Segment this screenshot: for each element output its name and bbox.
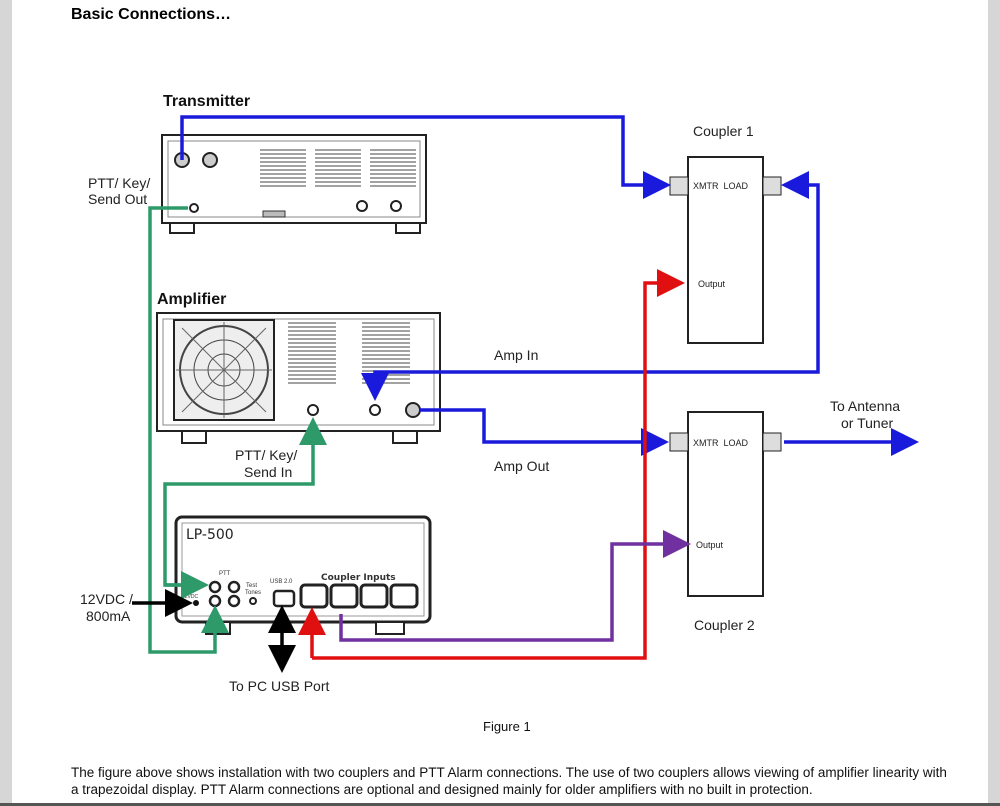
- antenna-label-1: To Antenna: [830, 398, 900, 414]
- antenna-label-2: or Tuner: [841, 415, 893, 431]
- coupler1-output-wire: [312, 269, 685, 660]
- rf-wire-amp-out-to-coupler2: [420, 408, 669, 456]
- amp-in-label: Amp In: [494, 347, 538, 363]
- coupler-2-output-label: Output: [696, 540, 724, 550]
- power-label-2: 800mA: [86, 608, 131, 624]
- rf-wire-transmitter-to-coupler1: [180, 115, 671, 199]
- coupler2-output-wire: [339, 530, 691, 642]
- ptt-out-label-1: PTT/ Key/: [88, 175, 150, 191]
- ptt-port-label: PTT: [219, 571, 231, 577]
- lp500-label: LP-500: [186, 527, 234, 543]
- ptt-out-label-2: Send Out: [88, 191, 147, 207]
- test-tones-label: Test: [246, 583, 257, 589]
- rf-wire-coupler1-load-arrow: [781, 171, 820, 199]
- coupler-1-device: [669, 156, 782, 344]
- amplifier-device: [156, 312, 441, 444]
- page-bottom-border: [0, 803, 1000, 806]
- coupler-1-output-label: Output: [698, 279, 726, 289]
- rf-wire-coupler1-to-amp-in: [361, 190, 820, 401]
- body-paragraph: The figure above shows installation with…: [71, 765, 947, 797]
- figure-caption: Figure 1: [483, 719, 531, 734]
- usb-port-destination-label: To PC USB Port: [229, 678, 329, 694]
- coupler-2-ports-label: XMTR LOAD: [693, 438, 749, 448]
- section-heading: Basic Connections…: [71, 6, 232, 23]
- coupler-2-device: [669, 411, 782, 597]
- amp-out-label: Amp Out: [494, 458, 549, 474]
- vdc-port-label: 12VDC: [182, 594, 199, 600]
- ptt-in-label-2: Send In: [244, 464, 292, 480]
- usb-port-label: USB 2.0: [270, 579, 293, 585]
- ptt-out-wire: [148, 206, 229, 654]
- amplifier-label: Amplifier: [157, 291, 226, 308]
- test-tones-label-2: Tones: [245, 590, 261, 596]
- coupler-2-label: Coupler 2: [694, 617, 755, 633]
- coupler-inputs-label: Coupler Inputs: [321, 573, 396, 583]
- transmitter-device: [161, 134, 427, 234]
- coupler-1-label: Coupler 1: [693, 123, 754, 139]
- power-label-1: 12VDC /: [80, 591, 133, 607]
- coupler-1-ports-label: XMTR LOAD: [693, 181, 749, 191]
- transmitter-label: Transmitter: [163, 93, 250, 110]
- ptt-in-label-1: PTT/ Key/: [235, 447, 297, 463]
